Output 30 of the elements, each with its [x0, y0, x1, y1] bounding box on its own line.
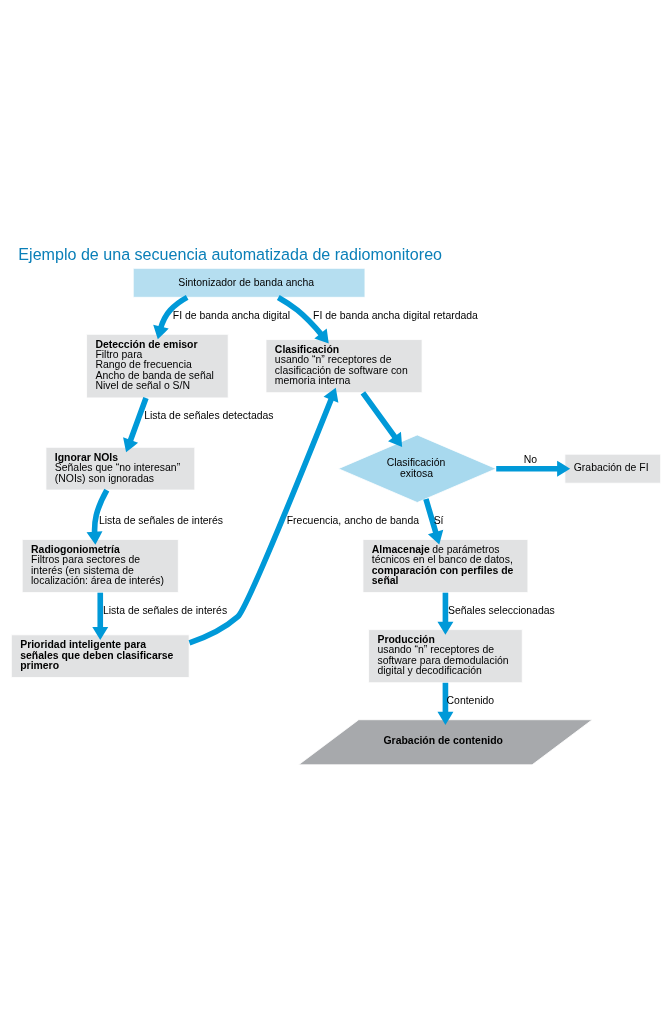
node-box: Clasificación usando “n” receptores de clasificación de software con memoria interna	[265, 339, 423, 394]
arrow	[123, 397, 149, 453]
edge-label: Frecuencia, ancho de banda	[286, 514, 420, 526]
edge-label: No	[523, 454, 538, 466]
node-box: Sintonizador de banda ancha	[132, 267, 366, 298]
arrow	[360, 391, 403, 448]
edge-label: FI de banda ancha digital retardada	[313, 309, 478, 321]
edge-label: Lista de señales de interés	[102, 604, 228, 616]
edge-label: Lista de señales de interés	[98, 514, 224, 526]
node-box: Ignorar NOIs Señales que “no interesan” (NOIs) son ignoradas	[45, 446, 196, 491]
node-box: Grabación de FI	[564, 453, 662, 484]
edge-label: Señales seleccionadas	[447, 604, 555, 616]
edge-label: FI de banda ancha digital	[172, 309, 291, 321]
arrow	[188, 387, 339, 646]
arrow	[153, 294, 189, 340]
arrow	[86, 488, 110, 545]
node-box: Radiogoniometría Filtros para sectores de interés (en sistema de localización: área de interés)	[21, 539, 179, 593]
arrow	[437, 592, 454, 635]
node-box: Prioridad inteligente para señales que deben clasificarse primero	[10, 634, 190, 678]
arrow	[437, 682, 454, 725]
edge-label: Lista de señales detectadas	[144, 410, 274, 422]
node-box: Producción usando “n” receptores de software para demodulación digital y decodificación	[368, 629, 523, 684]
node-box: Almacenaje de parámetros técnicos en el banco de datos, comparación con perfiles de señal	[362, 539, 529, 593]
arrow	[423, 498, 444, 545]
arrow	[496, 460, 571, 477]
node-box: Detección de emisor Filtro para Rango de frecuencia Ancho de banda de señal Nivel de señal o S/N	[86, 333, 229, 399]
arrow	[276, 295, 329, 344]
arrow	[92, 592, 109, 641]
node-diamond: Clasificación exitosa	[338, 434, 497, 503]
diagram-title: Ejemplo de una secuencia automatizada de radiomonitoreo	[18, 245, 443, 264]
